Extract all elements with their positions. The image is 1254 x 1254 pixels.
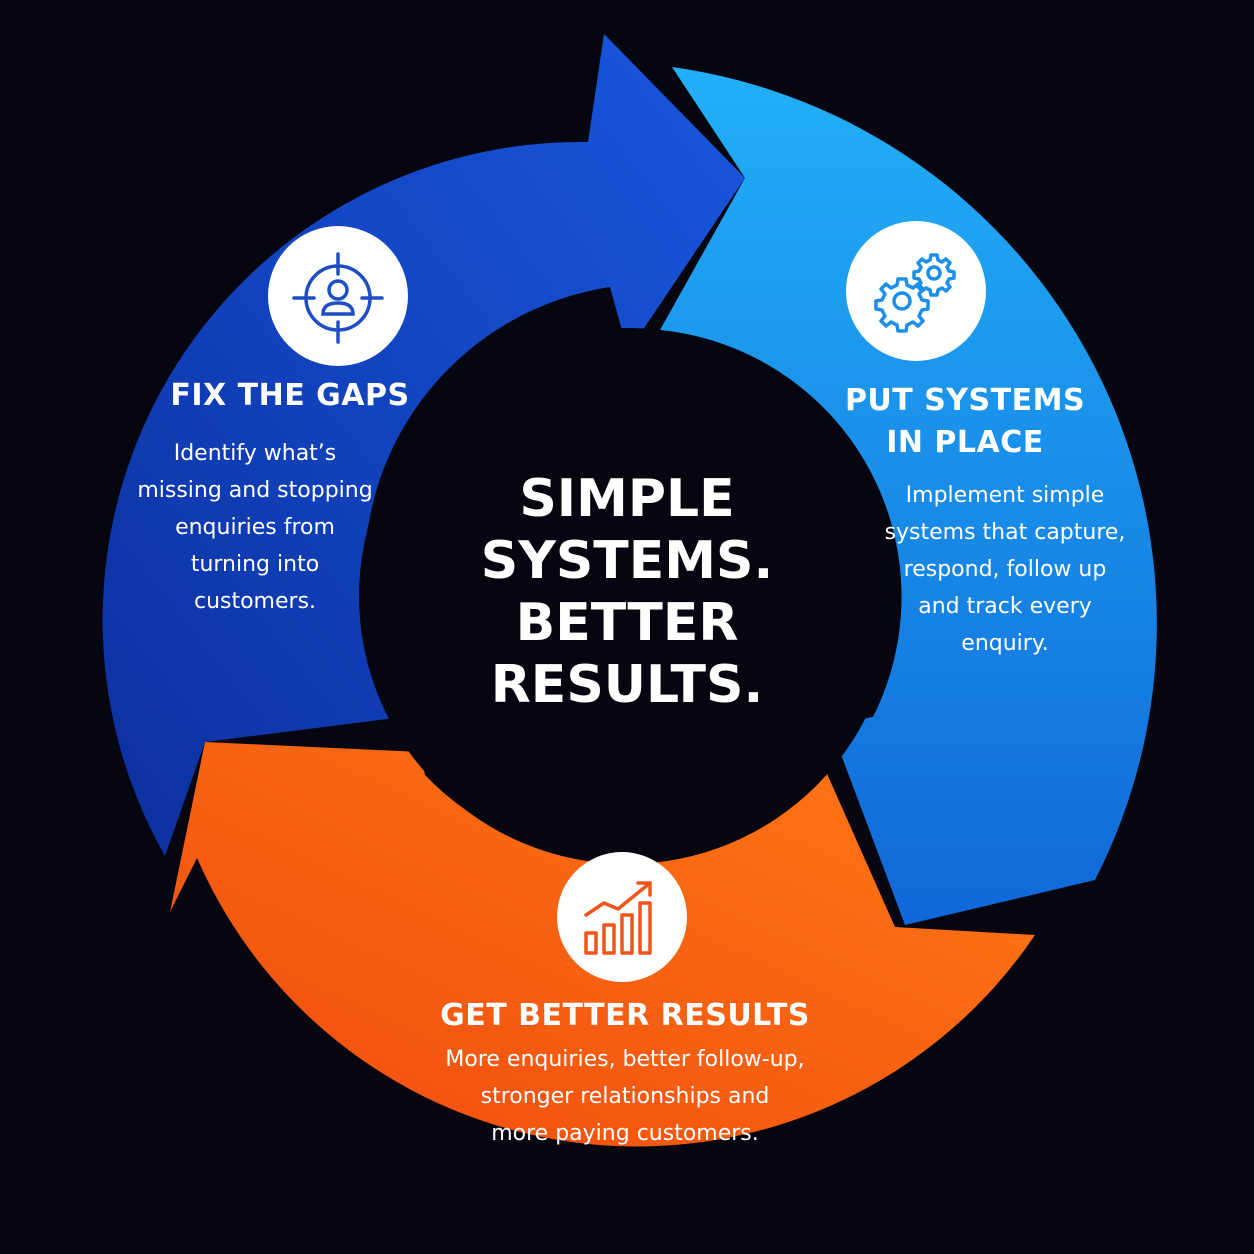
target-person-icon [292, 252, 384, 344]
fix-gaps-icon-badge [268, 226, 408, 366]
put-systems-title: PUT SYSTEMS IN PLACE [820, 380, 1110, 464]
better-results-title: GET BETTER RESULTS [440, 998, 810, 1033]
segment-put-systems-arrow [660, 67, 1157, 925]
fix-gaps-title: FIX THE GAPS [170, 378, 410, 413]
center-circle [359, 328, 895, 864]
put-systems-body-line: respond, follow up [903, 557, 1107, 582]
put-systems-body-line: enquiry. [961, 631, 1049, 656]
fix-gaps-body-line: turning into [190, 552, 320, 577]
better-results-body-line: More enquiries, better follow-up, [445, 1047, 805, 1072]
put-systems-body-line: systems that capture, [884, 520, 1126, 545]
better-results-icon-badge [557, 852, 687, 982]
better-results-body-line: more paying customers. [491, 1121, 759, 1146]
gears-icon [874, 253, 956, 333]
center-title-line: SYSTEMS. [480, 531, 774, 591]
put-systems-body-line: Implement simple [905, 483, 1105, 508]
fix-gaps-body-line: missing and stopping [137, 478, 373, 503]
center-title-line: RESULTS. [490, 655, 764, 715]
segment-fix-gaps-arrow [102, 34, 746, 856]
growth-chart-icon [584, 881, 652, 955]
center-title-line: SIMPLE [519, 469, 735, 529]
fix-gaps-body: Identify what’s missing and stopping enq… [110, 435, 400, 620]
put-systems-title-line: PUT SYSTEMS [844, 383, 1086, 418]
put-systems-body-line: and track every [918, 594, 1092, 619]
put-systems-icon-badge [846, 221, 986, 361]
put-systems-title-line: IN PLACE [886, 425, 1044, 460]
fix-gaps-body-line: enquiries from [175, 515, 335, 540]
better-results-body: More enquiries, better follow-up, strong… [380, 1041, 870, 1152]
fix-gaps-body-line: customers. [193, 589, 317, 614]
put-systems-body: Implement simple systems that capture, r… [855, 477, 1155, 662]
fix-gaps-body-line: Identify what’s [173, 441, 337, 466]
center-title: SIMPLE SYSTEMS. BETTER RESULTS. [427, 468, 827, 716]
center-title-line: BETTER [515, 593, 739, 653]
better-results-body-line: stronger relationships and [480, 1084, 770, 1109]
